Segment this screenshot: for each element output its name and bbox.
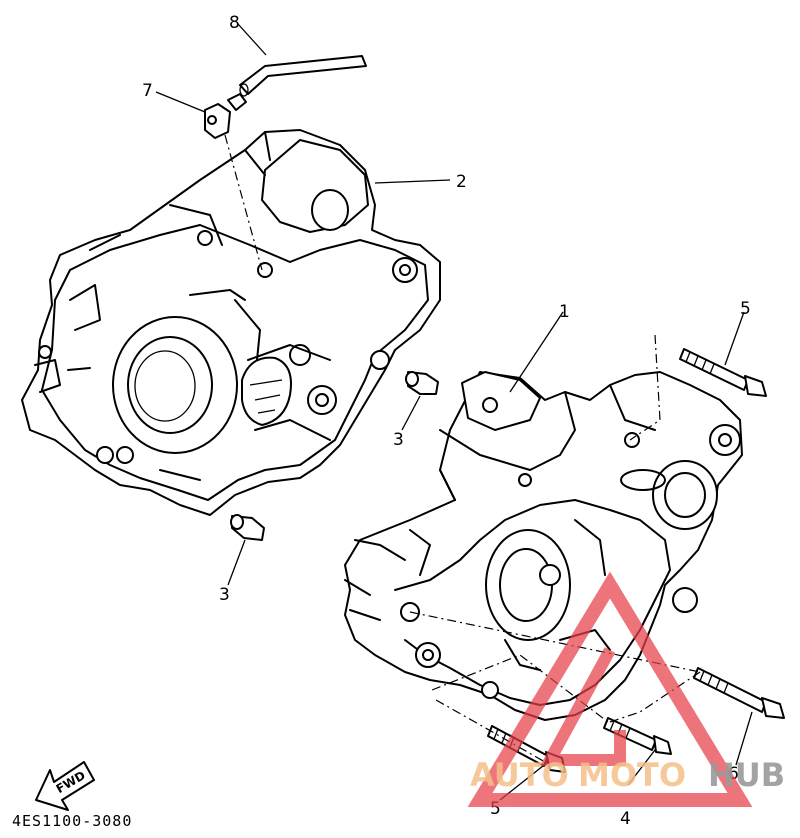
bolt-5-upper — [679, 348, 767, 397]
callout-4: 4 — [620, 809, 631, 829]
watermark-auto: AUTO — [470, 756, 569, 794]
watermark-logo — [467, 571, 753, 807]
watermark-hub: HUB — [708, 756, 785, 794]
callout-5-upper: 5 — [740, 299, 751, 319]
callout-7: 7 — [142, 81, 153, 101]
fwd-arrow-icon: FWD — [35, 761, 95, 811]
watermark-moto: MOTO — [578, 756, 686, 794]
leader-lines — [155, 23, 753, 801]
crankcase-left-half — [21, 129, 441, 516]
part-code: 4ES1100-3080 — [12, 812, 132, 830]
callout-6: 6 — [728, 764, 739, 784]
dowel-pin-upper — [405, 371, 439, 395]
breather-hose — [239, 55, 367, 97]
breather-fitting — [204, 93, 247, 139]
callout-8: 8 — [229, 13, 240, 33]
alignment-lines — [224, 134, 701, 763]
bolt-4 — [603, 717, 672, 755]
callout-3-lower: 3 — [219, 585, 230, 605]
callout-3-upper: 3 — [393, 430, 404, 450]
bolt-6-right — [693, 667, 785, 719]
watermark-text: AUTO MOTO HUB — [470, 756, 785, 794]
callout-2: 2 — [456, 172, 467, 192]
callout-1: 1 — [559, 302, 570, 322]
dowel-pin-lower — [230, 514, 265, 541]
callout-5-lower: 5 — [490, 799, 501, 819]
